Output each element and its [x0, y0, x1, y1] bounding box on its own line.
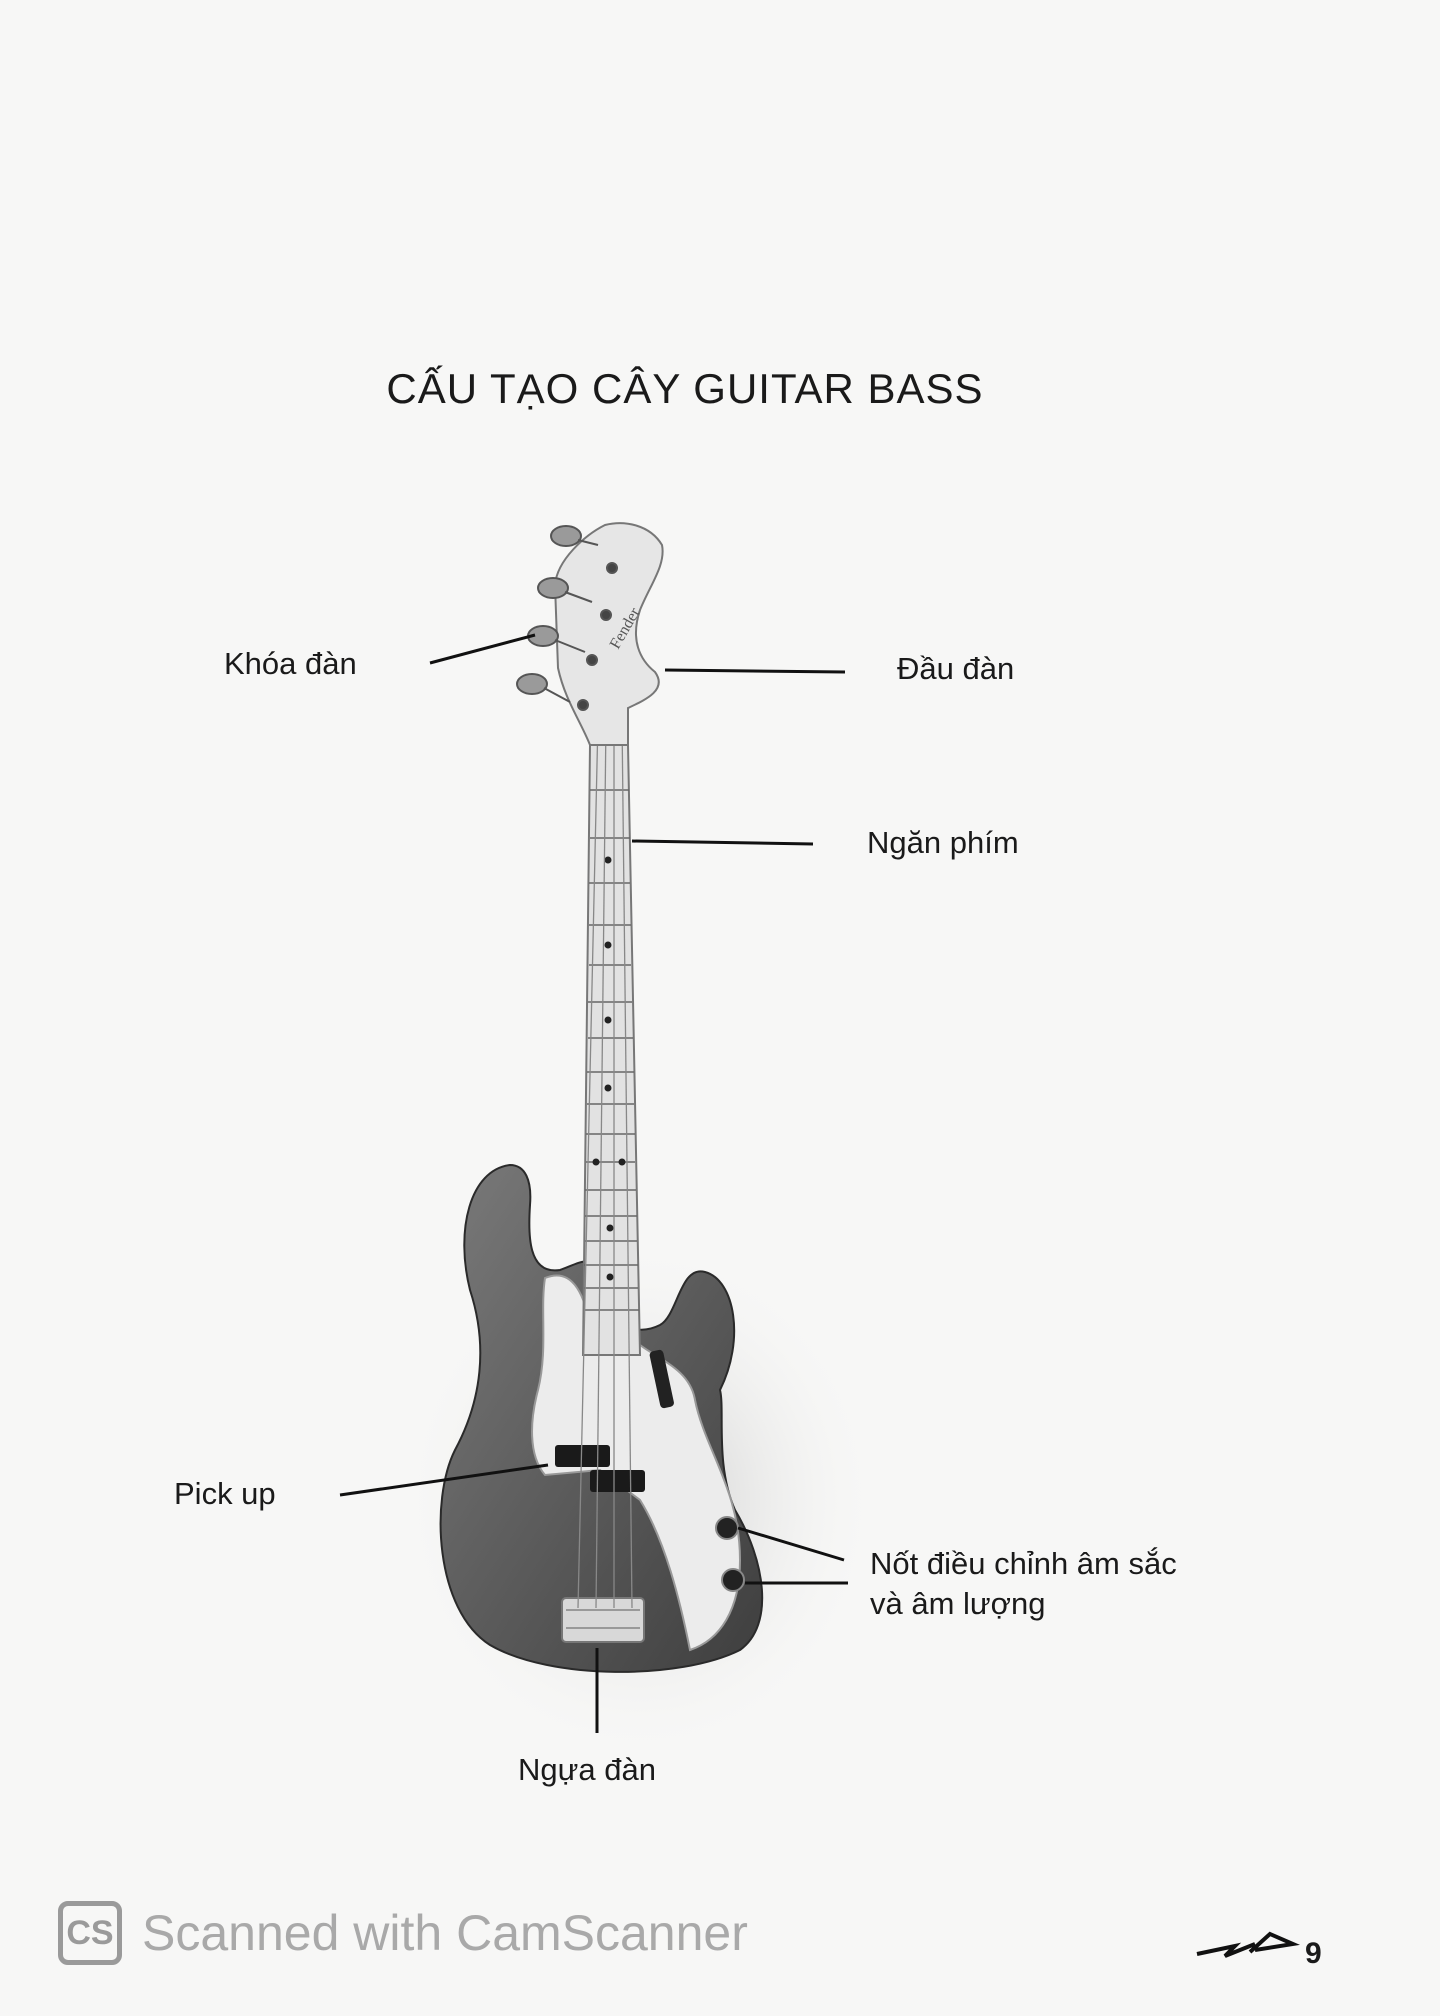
- thumb-rest: [649, 1349, 674, 1409]
- volume-knob: [721, 1568, 745, 1592]
- tuning-keys: [516, 525, 618, 711]
- label-tuners: Khóa đàn: [224, 646, 357, 681]
- page-title: CẤU TẠO CÂY GUITAR BASS: [386, 365, 984, 412]
- guitar-neck: [581, 744, 642, 1356]
- fret-dots: [592, 856, 626, 1281]
- leader-tuners: [429, 633, 536, 665]
- leader-headstock: [664, 668, 846, 674]
- leader-tone: [737, 1526, 845, 1562]
- pickup-a: [555, 1445, 610, 1467]
- page-number: 9: [1305, 1937, 1322, 1970]
- pen-scribble-icon: [1196, 1931, 1300, 1958]
- label-bridge: Ngựa đàn: [518, 1752, 656, 1787]
- label-pickup: Pick up: [174, 1476, 276, 1511]
- strings: [577, 719, 633, 1609]
- camscanner-logo-icon: CS: [58, 1901, 122, 1965]
- tone-knob: [715, 1516, 739, 1540]
- label-knobs-line1: Nốt điều chỉnh âm sắc: [870, 1546, 1177, 1581]
- headstock: [553, 522, 664, 746]
- leader-frets: [631, 839, 814, 846]
- label-frets: Ngăn phím: [867, 825, 1019, 860]
- leader-pickup: [339, 1463, 549, 1497]
- label-knobs-line2: và âm lượng: [870, 1586, 1046, 1621]
- label-headstock: Đầu đàn: [897, 651, 1015, 686]
- camscanner-watermark: CS Scanned with CamScanner: [58, 1900, 748, 1966]
- leader-lines: [339, 633, 848, 1733]
- pickup-b: [590, 1470, 645, 1492]
- watermark-text: Scanned with CamScanner: [142, 1905, 748, 1961]
